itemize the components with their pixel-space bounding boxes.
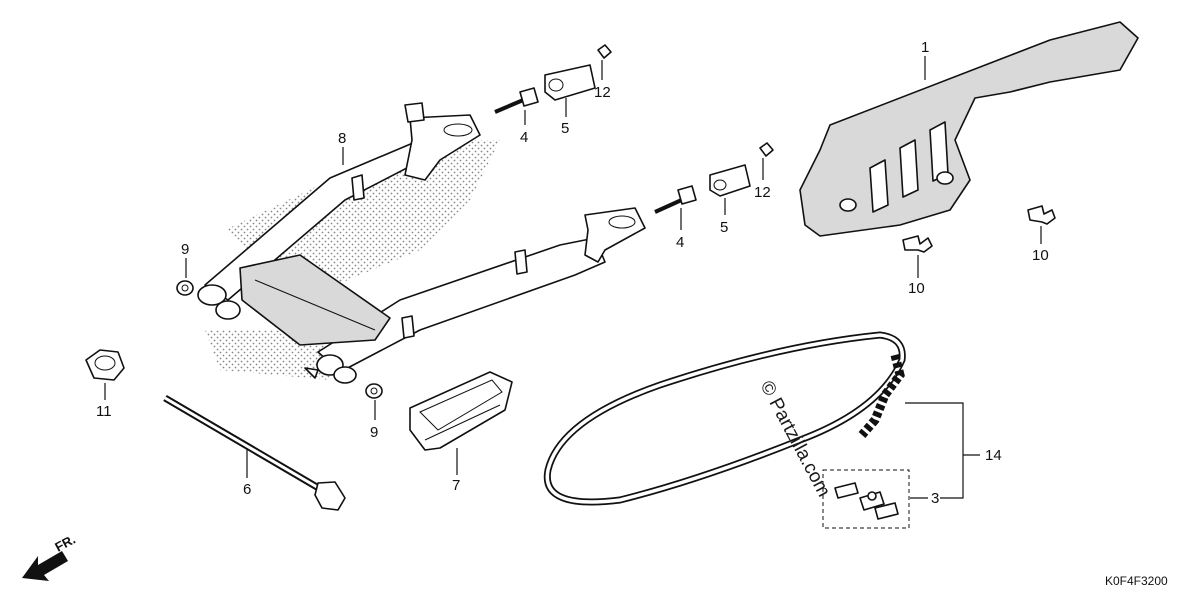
adjuster-bolt-part-4a[interactable]: [494, 87, 539, 114]
swingarm-part-8[interactable]: [197, 102, 646, 384]
washer-part-9a[interactable]: [176, 280, 194, 296]
callout-12b: 12: [754, 184, 771, 201]
drive-chain-part-14[interactable]: [543, 331, 906, 506]
diagram-code: K0F4F3200: [1105, 574, 1168, 588]
callout-10b: 10: [1032, 247, 1049, 264]
callout-11: 11: [96, 403, 112, 420]
screw-part-10a[interactable]: [902, 235, 933, 253]
clip-part-12b[interactable]: [759, 142, 774, 157]
callout-7: 7: [452, 477, 460, 494]
callout-5a: 5: [561, 120, 569, 137]
adjuster-plate-part-5b[interactable]: [709, 164, 751, 197]
nut-part-11[interactable]: [85, 349, 125, 381]
washer-part-9b[interactable]: [365, 383, 383, 399]
watermark: © Partzilla.com: [756, 377, 835, 500]
callout-1: 1: [921, 39, 929, 56]
front-direction-indicator: FR.: [22, 532, 78, 581]
callout-10a: 10: [908, 280, 925, 297]
leader-lines: [104, 56, 1042, 499]
callout-3: 3: [931, 490, 939, 507]
master-link-part-3[interactable]: [822, 469, 910, 529]
callout-5b: 5: [720, 219, 728, 236]
adjuster-bolt-part-4b[interactable]: [654, 185, 697, 214]
callout-labels: 1 8 4 5 12 4 5 12 9 9 10 10 11 6 7 14 3: [96, 39, 1049, 507]
screw-part-10b[interactable]: [1027, 205, 1056, 225]
pivot-bolt-part-6[interactable]: [163, 394, 346, 511]
chain-slider-part-7[interactable]: [409, 371, 513, 451]
callout-8: 8: [338, 130, 346, 147]
clip-part-12a[interactable]: [597, 44, 612, 59]
callout-4b: 4: [676, 234, 684, 251]
front-label: FR.: [52, 532, 78, 555]
front-arrow-icon: [22, 551, 68, 581]
adjuster-plate-part-5a[interactable]: [544, 64, 596, 101]
chain-case-part-1[interactable]: [799, 21, 1139, 237]
callout-9a: 9: [181, 241, 189, 258]
callout-12a: 12: [594, 84, 611, 101]
callout-9b: 9: [370, 424, 378, 441]
callout-14: 14: [985, 447, 1002, 464]
callout-6: 6: [243, 481, 251, 498]
callout-4a: 4: [520, 129, 528, 146]
